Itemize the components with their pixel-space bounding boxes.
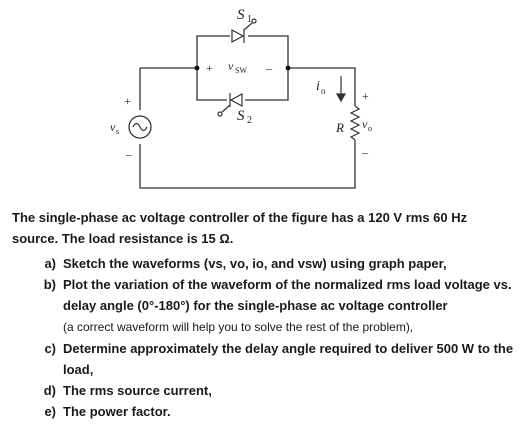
thyristor-s2 bbox=[217, 92, 245, 117]
question-label: d) bbox=[43, 383, 56, 398]
current-arrow bbox=[335, 76, 347, 103]
vs-subscript: s bbox=[116, 127, 119, 136]
question-b: b) Plot the variation of the waveform of… bbox=[12, 274, 524, 338]
intro-line-2: source. The load resistance is 15 Ω. bbox=[12, 231, 234, 246]
question-c: c) Determine approximately the delay ang… bbox=[12, 338, 524, 380]
vs-label: v bbox=[110, 120, 116, 134]
question-label: b) bbox=[43, 277, 56, 292]
vsw-subscript: SW bbox=[235, 66, 247, 75]
circuit-diagram: S 1 S 2 + v SW – i o + – v s R + v o – bbox=[110, 7, 372, 189]
io-subscript: o bbox=[321, 86, 326, 96]
question-d: d) The rms source current, bbox=[12, 380, 524, 401]
question-a: a) Sketch the waveforms (vs, vo, io, and… bbox=[12, 253, 524, 274]
s2-label: S bbox=[237, 108, 245, 124]
question-note: (a correct waveform will help you to sol… bbox=[63, 320, 414, 334]
vsw-minus: – bbox=[265, 61, 273, 75]
question-label: e) bbox=[44, 404, 56, 419]
thyristor-s1 bbox=[230, 18, 257, 44]
resistor-icon bbox=[349, 105, 361, 141]
junction-dot-left bbox=[194, 65, 200, 71]
intro-line-1: The single-phase ac voltage controller o… bbox=[12, 210, 468, 225]
vo-label: v bbox=[362, 117, 368, 131]
s1-label: S bbox=[237, 7, 245, 23]
question-e: e) The power factor. bbox=[12, 401, 524, 422]
question-text: The rms source current, bbox=[63, 383, 212, 398]
vo-subscript: o bbox=[368, 124, 372, 133]
source-plus: + bbox=[124, 94, 131, 108]
question-text: The power factor. bbox=[63, 404, 171, 419]
wire-left bbox=[139, 67, 356, 189]
question-text: Sketch the waveforms (vs, vo, io, and vs… bbox=[63, 256, 447, 271]
io-label: i bbox=[316, 79, 320, 94]
junction-dot-right bbox=[285, 65, 291, 71]
question-list: a) Sketch the waveforms (vs, vo, io, and… bbox=[12, 253, 524, 422]
source-minus: – bbox=[125, 147, 133, 161]
problem-statement: The single-phase ac voltage controller o… bbox=[12, 207, 524, 422]
question-label: a) bbox=[44, 256, 56, 271]
s2-subscript: 2 bbox=[247, 115, 252, 126]
resistor-label: R bbox=[335, 120, 344, 135]
vo-minus: – bbox=[361, 145, 369, 159]
vsw-plus: + bbox=[206, 61, 213, 75]
vo-plus: + bbox=[362, 89, 369, 103]
vsw-label: v bbox=[228, 59, 234, 73]
question-label: c) bbox=[44, 341, 56, 356]
question-text: Determine approximately the delay angle … bbox=[63, 341, 514, 377]
question-text: Plot the variation of the waveform of th… bbox=[63, 277, 512, 313]
s1-subscript: 1 bbox=[247, 14, 252, 25]
